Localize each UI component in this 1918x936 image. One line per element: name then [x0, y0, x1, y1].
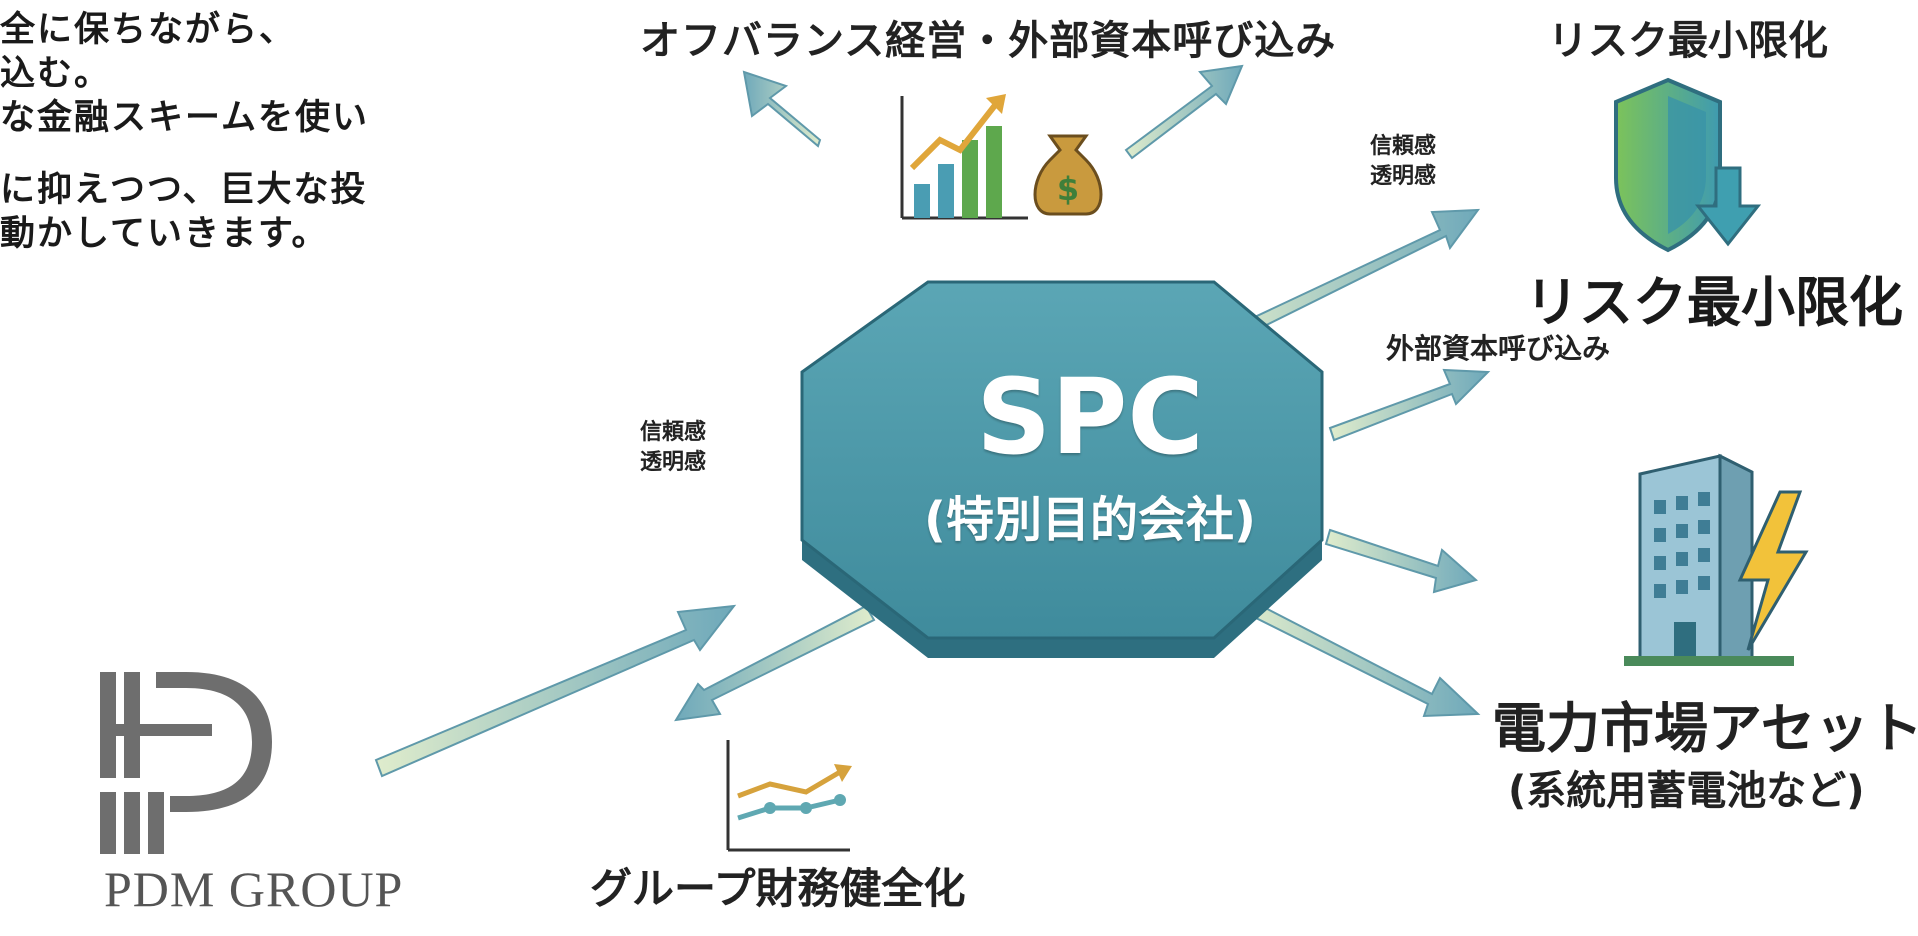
arrow-offbalance-left [742, 70, 822, 148]
arrow-offbalance-right [1124, 64, 1244, 160]
intro-line-2: 込む。 [0, 54, 112, 94]
label-trust-left: 信頼感 透明感 [640, 418, 706, 478]
label-power-asset-sub: (系統用蓄電池など) [1508, 768, 1865, 814]
intro-line-5: に抑えつつ、巨大な投 [0, 170, 368, 210]
label-trust-left-2: 透明感 [640, 450, 707, 475]
intro-line-4 [0, 140, 540, 168]
label-trust-left-1: 信頼感 [640, 420, 707, 445]
intro-line-6: 動かしていきます。 [0, 214, 329, 254]
arrow-to-power-lower [1242, 598, 1481, 718]
line-chart-icon [726, 740, 852, 852]
spc-subtitle: (特別目的会社) [924, 492, 1256, 548]
spc-title: SPC [976, 356, 1204, 478]
pdm-logo-text: PDM GROUP [104, 861, 404, 917]
label-group-finance: グループ財務健全化 [590, 864, 966, 913]
arrow-to-power-upper [1324, 528, 1479, 594]
arrow-to-external [1328, 368, 1491, 442]
arrow-to-group [674, 604, 876, 722]
label-trust-right-2: 透明感 [1370, 164, 1437, 189]
label-risk-big: リスク最小限化 [1525, 271, 1903, 334]
shield-down-icon [1614, 77, 1762, 253]
label-power-asset: 電力市場アセット [1492, 697, 1918, 760]
bar-chart-icon [900, 94, 1028, 220]
label-risk-top: リスク最小限化 [1548, 18, 1828, 64]
spc-octagon [800, 280, 1324, 658]
label-external-capital: 外部資本呼び込み [1386, 332, 1611, 365]
pdm-logo-mark [100, 672, 272, 854]
svg-text:$: $ [1057, 170, 1079, 208]
intro-paragraph: 全に保ちながら、 込む。 な金融スキームを使い に抑えつつ、巨大な投 動かしてい… [0, 8, 540, 256]
label-trust-right: 信頼感 透明感 [1370, 132, 1436, 192]
label-trust-right-1: 信頼感 [1370, 134, 1437, 159]
intro-line-1: 全に保ちながら、 [0, 10, 297, 50]
arrow-incoming [374, 604, 737, 778]
label-off-balance: オフバランス経営・外部資本呼び込み [640, 18, 1337, 64]
money-bag-icon: $ [1033, 134, 1103, 216]
intro-line-3: な金融スキームを使い [0, 98, 369, 138]
building-lightning-icon [1624, 453, 1809, 666]
